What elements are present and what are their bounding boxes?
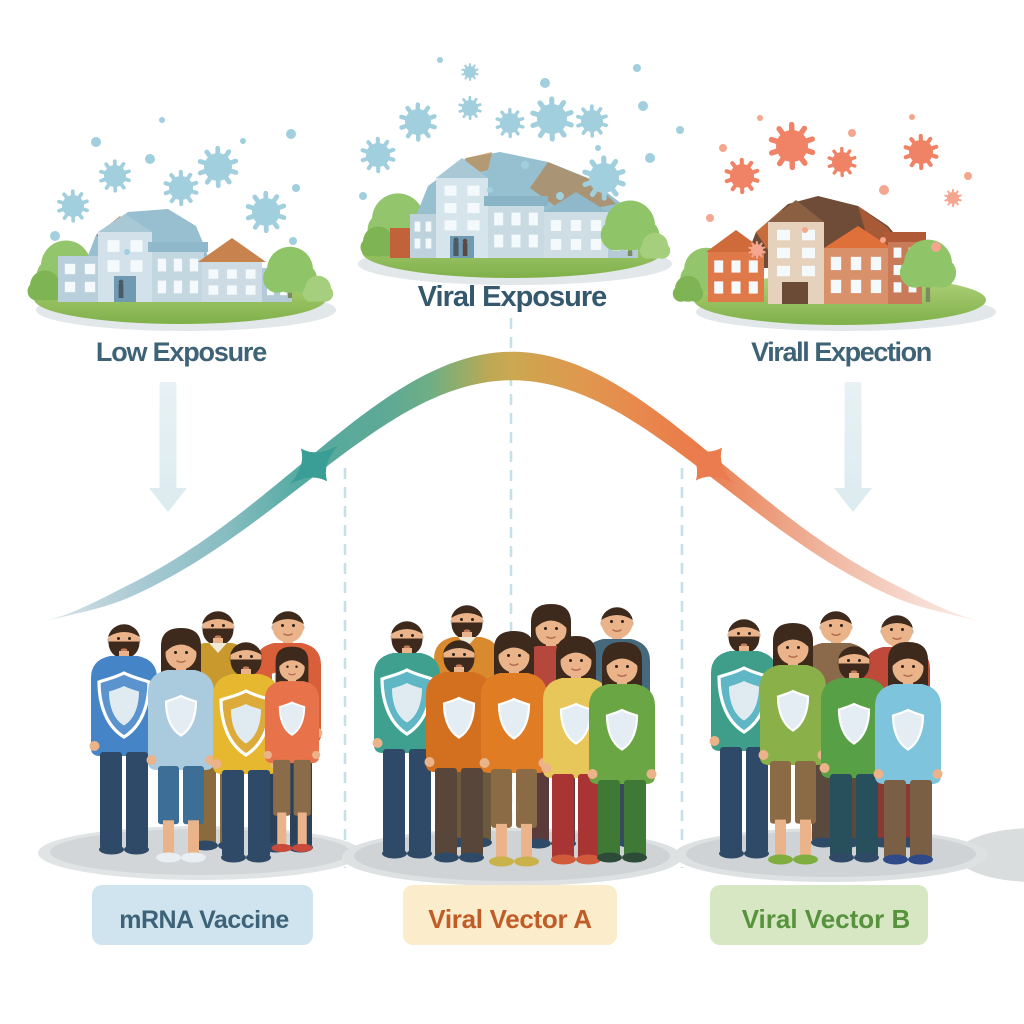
svg-text:Virall Expection: Virall Expection [751, 337, 931, 367]
svg-text:mRNA Vaccine: mRNA Vaccine [119, 906, 289, 934]
svg-text:Viral Exposure: Viral Exposure [418, 281, 607, 313]
svg-text:Low Exposure: Low Exposure [96, 337, 267, 367]
svg-text:Viral Vector A: Viral Vector A [428, 904, 592, 934]
svg-text:Viral Vector B: Viral Vector B [742, 904, 911, 934]
